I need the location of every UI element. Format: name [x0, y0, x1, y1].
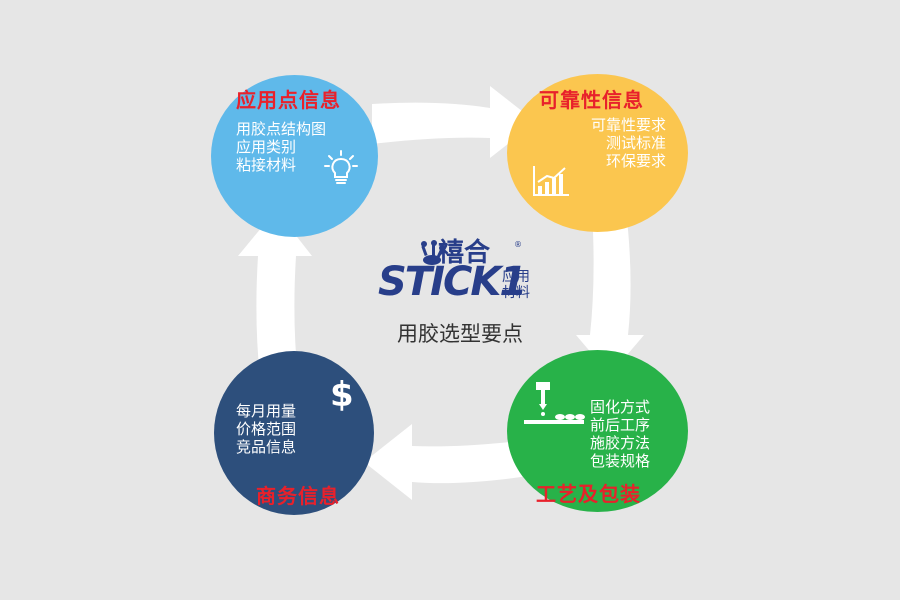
list-item: 前后工序 [590, 416, 651, 434]
logo-sub-line2: 材料 [502, 285, 530, 301]
list-item: 包装规格 [590, 452, 651, 470]
list-item: 每月用量 [236, 402, 297, 420]
gecko-mascot-icon [421, 240, 445, 265]
list-item: 用胶点结构图 [236, 120, 327, 138]
center-title: 用胶选型要点 [397, 322, 523, 346]
bar-chart-icon [533, 166, 569, 196]
list-item: 粘接材料 [236, 156, 297, 174]
dispensing-machine-icon [524, 382, 585, 424]
logo-registered-mark: ® [514, 240, 522, 249]
list-item: 可靠性要求 [590, 116, 666, 134]
logo-brand-cn: 禧合 [438, 238, 491, 268]
process-packaging-title: 工艺及包装 [536, 482, 641, 506]
list-item: 固化方式 [590, 398, 651, 416]
list-item: 环保要求 [605, 152, 666, 170]
arrow-business-to-application [238, 210, 312, 378]
business-info-list: 每月用量 价格范围 竞品信息 [236, 402, 296, 456]
arrow-process-to-business [364, 424, 528, 500]
application-info-title: 应用点信息 [236, 88, 341, 112]
list-item: 竞品信息 [236, 438, 297, 456]
reliability-info-title: 可靠性信息 [539, 88, 644, 112]
logo-wordmark: STICK1 [378, 259, 527, 305]
reliability-info-circle [507, 74, 688, 232]
business-info-title: 商务信息 [256, 484, 340, 508]
application-info-list: 用胶点结构图 应用类别 粘接材料 [236, 120, 326, 174]
list-item: 施胶方法 [590, 434, 651, 452]
reliability-info-list: 可靠性要求 测试标准 环保要求 [591, 116, 666, 170]
list-item: 测试标准 [605, 134, 666, 152]
list-item: 价格范围 [236, 420, 297, 438]
lightbulb-icon [324, 150, 358, 184]
process-packaging-circle [507, 350, 688, 512]
stick1-logo: 禧合 ® STICK1 应用 材料 [378, 240, 548, 312]
business-info-circle [214, 351, 374, 515]
process-packaging-list: 固化方式 前后工序 施胶方法 包装规格 [590, 398, 650, 470]
dollar-icon: $ [330, 375, 354, 415]
list-item: 应用类别 [236, 138, 297, 156]
application-info-circle [211, 75, 378, 237]
logo-sub-line1: 应用 [502, 269, 530, 285]
arrow-application-to-reliability [372, 86, 536, 158]
arrow-reliability-to-process [576, 210, 644, 375]
